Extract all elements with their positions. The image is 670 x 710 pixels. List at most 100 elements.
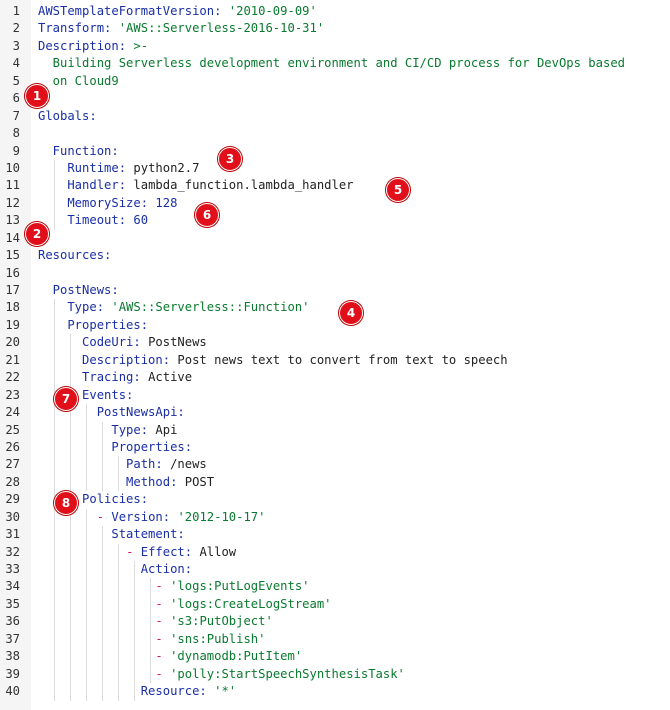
code-text: Function: <box>38 143 119 160</box>
indent-guide <box>86 438 87 457</box>
code-line: 21 Description: Post news text to conver… <box>0 351 670 370</box>
indent-guide <box>86 595 87 614</box>
code-token: Type: <box>38 422 156 437</box>
code-token: Active <box>148 370 193 385</box>
indent-guide <box>54 299 55 317</box>
code-token: 'logs:PutLogEvents' <box>170 579 310 594</box>
code-token: Handler: <box>38 178 134 193</box>
line-number: 1 <box>12 4 20 18</box>
code-line: 31 Statement: <box>0 526 670 544</box>
line-number: 15 <box>5 248 20 263</box>
code-token <box>38 667 155 681</box>
code-text: Description: Post news text to convert f… <box>38 352 508 369</box>
code-token: '2010-09-09' <box>228 4 317 18</box>
indent-guide <box>118 683 119 701</box>
code-text: - 'dynamodb:PutItem' <box>38 648 302 665</box>
code-text: Policies: <box>38 491 148 508</box>
indent-guide <box>134 630 135 649</box>
code-line: 19 Properties: <box>0 316 670 335</box>
indent-guide <box>54 351 55 370</box>
code-token: Runtime: <box>38 160 134 175</box>
indent-guide <box>102 526 103 544</box>
code-text: - 'polly:StartSpeechSynthesisTask' <box>38 666 405 683</box>
indent-guide <box>102 473 103 492</box>
indent-guide <box>86 508 87 527</box>
code-line: 35 - 'logs:CreateLogStream' <box>0 595 670 614</box>
code-line: 23 Events: <box>0 386 670 405</box>
annotation-marker-7: 7 <box>54 387 78 411</box>
indent-guide <box>70 473 71 492</box>
code-token: 'dynamodb:PutItem' <box>170 649 303 664</box>
indent-guide <box>118 473 119 492</box>
indent-guide <box>134 578 135 596</box>
line-number: 32 <box>5 544 20 559</box>
line-number: 7 <box>12 108 20 123</box>
code-token: Version: <box>111 509 178 524</box>
code-line: 5 on Cloud9 <box>0 73 670 90</box>
annotation-marker-1: 1 <box>25 84 49 108</box>
indent-guide <box>54 421 55 439</box>
code-token: lambda_function.lambda_handler <box>133 178 354 193</box>
indent-guide <box>70 421 71 439</box>
code-token: '2012-10-17' <box>177 509 266 524</box>
line-number: 21 <box>5 352 20 367</box>
code-text: Resources: <box>38 247 111 264</box>
code-token: Tracing: <box>38 370 149 385</box>
code-text: Action: <box>38 561 192 578</box>
code-line: 14 <box>0 230 670 247</box>
indent-guide <box>70 613 71 631</box>
line-number: 37 <box>5 631 20 646</box>
code-token: Resources: <box>38 248 112 263</box>
indent-guide <box>54 543 55 561</box>
code-token: Building Serverless development environm… <box>38 56 625 71</box>
code-token: - <box>96 509 112 524</box>
indent-guide <box>54 613 55 631</box>
code-token: Statement: <box>38 527 185 542</box>
indent-guide <box>86 473 87 492</box>
line-number: 33 <box>5 562 20 576</box>
indent-guide <box>118 456 119 474</box>
indent-guide <box>86 665 87 684</box>
code-line: 9 Function: <box>0 143 670 160</box>
indent-guide <box>86 683 87 701</box>
code-line: 4 Building Serverless development enviro… <box>0 55 670 72</box>
indent-guide <box>118 630 119 649</box>
code-token: 'sns:Publish' <box>170 631 266 646</box>
line-number: 14 <box>5 230 20 245</box>
code-token: Resource: <box>38 684 215 699</box>
annotation-marker-4: 4 <box>339 301 363 325</box>
indent-guide <box>54 473 55 492</box>
indent-guide <box>134 683 135 701</box>
code-token: MemorySize: <box>38 195 156 210</box>
indent-guide <box>70 595 71 614</box>
code-text: Method: POST <box>38 474 214 491</box>
indent-guide <box>86 630 87 649</box>
code-token: Policies: <box>38 492 149 507</box>
line-number-gutter <box>0 0 31 710</box>
code-line: 20 CodeUri: PostNews <box>0 334 670 352</box>
line-number: 17 <box>5 283 20 297</box>
indent-guide <box>54 578 55 596</box>
code-line: 28 Method: POST <box>0 473 670 492</box>
indent-guide <box>102 595 103 614</box>
indent-guide <box>86 561 87 579</box>
indent-guide <box>54 526 55 544</box>
code-line: 8 <box>0 125 670 142</box>
line-number: 9 <box>12 143 20 158</box>
line-number: 22 <box>5 370 20 385</box>
indent-guide <box>54 438 55 457</box>
code-line: 39 - 'polly:StartSpeechSynthesisTask' <box>0 665 670 684</box>
indent-guide <box>134 665 135 684</box>
code-text: - Effect: Allow <box>38 544 236 561</box>
code-line: 38 - 'dynamodb:PutItem' <box>0 648 670 666</box>
code-text: Tracing: Active <box>38 369 192 386</box>
code-line: 33 Action: <box>0 561 670 579</box>
code-token: - <box>155 649 171 664</box>
indent-guide <box>86 578 87 596</box>
indent-guide <box>102 543 103 561</box>
code-text: Handler: lambda_function.lambda_handler <box>38 177 354 194</box>
code-line: 6 <box>0 90 670 107</box>
